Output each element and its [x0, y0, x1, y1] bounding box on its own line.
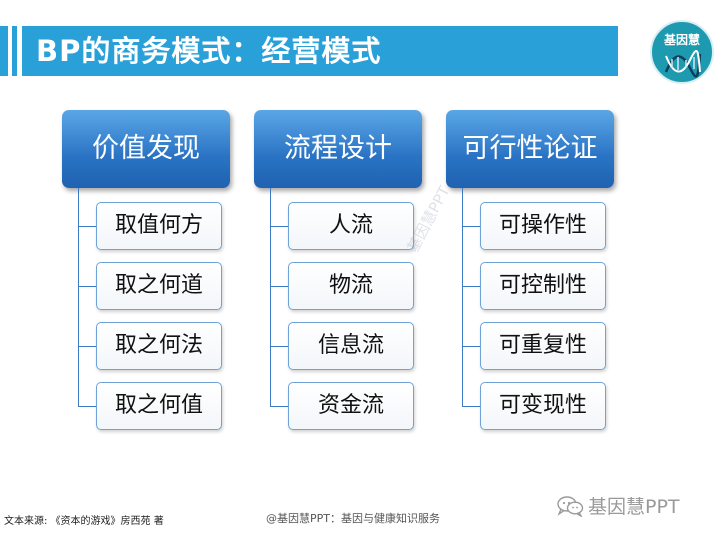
page-title: BP的商务模式：经营模式: [36, 34, 382, 68]
list-item: 可控制性: [480, 262, 606, 310]
list-item: 物流: [288, 262, 414, 310]
list-item: 可重复性: [480, 322, 606, 370]
tree-connector: [462, 406, 480, 407]
tree-connector: [78, 346, 96, 347]
list-item: 资金流: [288, 382, 414, 430]
footer-credit: @基因慧PPT：基因与健康知识服务: [266, 512, 440, 525]
tree-connector: [78, 188, 79, 406]
tree-connector: [270, 346, 288, 347]
tree-connector: [462, 346, 480, 347]
wechat-icon: [557, 496, 584, 517]
list-item: 信息流: [288, 322, 414, 370]
list-item: 人流: [288, 202, 414, 250]
list-item: 取之何法: [96, 322, 222, 370]
tree-connector: [78, 226, 96, 227]
list-item: 取值何方: [96, 202, 222, 250]
list-item: 取之何值: [96, 382, 222, 430]
tree-connector: [462, 286, 480, 287]
tree-connector: [462, 188, 463, 406]
tree-connector: [78, 406, 96, 407]
tree-connector: [270, 406, 288, 407]
column-header-process-design: 流程设计: [254, 110, 422, 188]
list-item: 可操作性: [480, 202, 606, 250]
dna-icon: [664, 49, 702, 78]
source-note: 文本来源: 《资本的游戏》房西苑 著: [4, 516, 164, 527]
title-bar: [0, 26, 618, 76]
column-header-value-discovery: 价值发现: [62, 110, 230, 188]
logo-text: 基因慧: [663, 33, 700, 47]
list-item: 取之何道: [96, 262, 222, 310]
tree-connector: [462, 226, 480, 227]
column-header-feasibility: 可行性论证: [446, 110, 614, 188]
list-item: 可变现性: [480, 382, 606, 430]
title-bar-stripe: [0, 26, 8, 76]
tree-connector: [270, 286, 288, 287]
tree-connector: [270, 226, 288, 227]
tree-connector: [78, 286, 96, 287]
title-bar-stripe: [12, 26, 17, 76]
title-bar-background: [22, 26, 618, 76]
logo-badge: 基因慧: [650, 20, 714, 84]
tree-connector: [270, 188, 271, 406]
brand-name: 基因慧PPT: [588, 496, 680, 518]
